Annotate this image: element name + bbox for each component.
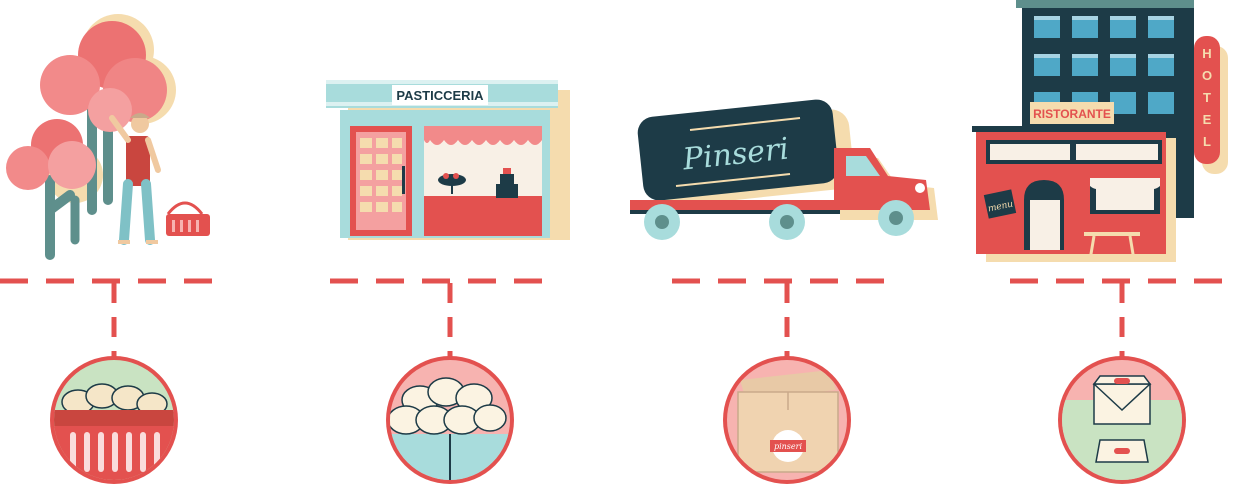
wheel-icon xyxy=(644,200,914,240)
farmer-figure xyxy=(109,113,161,245)
cake-icon xyxy=(496,168,518,198)
cafe-table-icon xyxy=(1084,232,1140,261)
orchard-harvest-scene xyxy=(6,14,210,260)
badge-harvest-basket xyxy=(50,356,178,484)
pastry-stand-icon xyxy=(438,173,466,194)
tree-icon xyxy=(6,14,176,260)
badge-packaging xyxy=(1058,356,1186,484)
dashed-timeline xyxy=(0,278,1233,360)
box-brand-label: pinseri xyxy=(774,442,802,451)
hotel-ristorante: H O T E L RISTORANTE menu xyxy=(972,0,1228,262)
hotel-sign-l: L xyxy=(1203,134,1211,149)
pasticceria-sign: PASTICCERIA xyxy=(396,88,484,103)
hotel-sign-o: O xyxy=(1202,68,1212,83)
hotel-sign-e: E xyxy=(1203,112,1212,127)
ristorante-sign: RISTORANTE xyxy=(1033,107,1111,121)
badge-shipping-box: pinseri xyxy=(723,356,851,484)
pasticceria-shop: PASTICCERIA xyxy=(326,80,570,240)
hotel-sign-t: T xyxy=(1203,90,1211,105)
badge-dough-balls xyxy=(386,356,514,484)
hotel-sign-h: H xyxy=(1202,46,1211,61)
basket-icon xyxy=(166,201,210,236)
menu-board-icon: menu xyxy=(983,189,1017,219)
delivery-truck: Pinseri xyxy=(630,99,938,240)
